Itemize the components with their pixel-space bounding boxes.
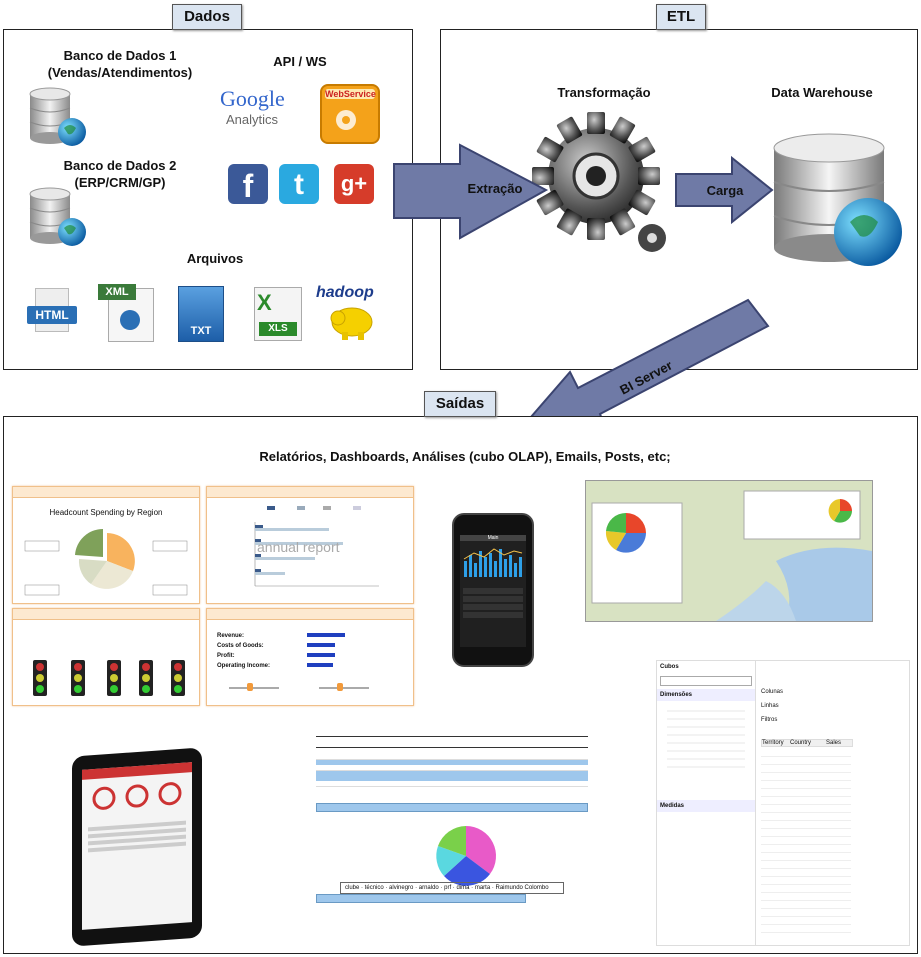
linhas-label: Linhas xyxy=(761,703,779,709)
database-icon xyxy=(29,87,86,146)
saidas-tag: Saídas xyxy=(424,391,496,417)
operating-income-label: Operating Income: xyxy=(217,663,271,669)
dados-tag: Dados xyxy=(172,4,242,30)
olap-cube-panel[interactable]: Cubos Dimensões Medidas Colunas Linhas F… xyxy=(656,660,910,946)
database-icon xyxy=(29,187,86,246)
db2-title: Banco de Dados 2 xyxy=(63,158,177,173)
api-ws-label: API / WS xyxy=(273,54,327,69)
extracao-label: Extração xyxy=(467,181,523,196)
email-pie-legend: clube · técnico · alvinegro · arnaldo · … xyxy=(340,882,564,894)
country-col: Country xyxy=(790,740,812,746)
etl-tag: ETL xyxy=(656,4,706,30)
annual-report-thumb[interactable]: annual report xyxy=(206,486,414,604)
revenue-label: Revenue: xyxy=(217,633,245,639)
data-warehouse-icon xyxy=(773,133,902,266)
ipad-device xyxy=(72,747,202,947)
google-plus-icon[interactable]: g+ xyxy=(334,164,374,204)
html-file-icon: HTML xyxy=(27,288,77,336)
extracao-arrow xyxy=(393,143,549,240)
map-dashboard-thumb[interactable] xyxy=(585,480,873,622)
profit-label: Profit: xyxy=(217,653,235,659)
xml-file-icon: XML xyxy=(98,284,154,342)
dimensoes-header: Dimensões xyxy=(657,689,755,701)
filtros-label: Filtros xyxy=(761,717,778,723)
saidas-heading: Relatórios, Dashboards, Análises (cubo O… xyxy=(259,449,671,464)
gear-icon xyxy=(532,112,666,252)
sales-col: Sales xyxy=(826,740,842,746)
carga-arrow xyxy=(675,155,774,225)
transformacao-label: Transformação xyxy=(557,85,651,100)
medidas-header: Medidas xyxy=(657,800,755,812)
colunas-label: Colunas xyxy=(761,689,784,695)
territory-col: Territory xyxy=(762,740,784,746)
carga-label: Carga xyxy=(706,183,744,198)
traffic-lights-thumb[interactable] xyxy=(12,608,200,706)
headcount-dashboard-thumb[interactable]: Headcount Spending by Region xyxy=(12,486,200,604)
headcount-title: Headcount Spending by Region xyxy=(49,508,163,517)
hadoop-logo: hadoop xyxy=(316,284,396,342)
google-wordmark: Google xyxy=(220,86,285,111)
what-if-analysis-thumb[interactable]: Revenue: Costs of Goods: Profit: Operati… xyxy=(206,608,414,706)
xls-file-icon: X XLS xyxy=(254,287,302,341)
arquivos-label: Arquivos xyxy=(186,251,244,266)
data-warehouse-label: Data Warehouse xyxy=(771,85,873,100)
iphone-device: Main xyxy=(452,513,534,667)
twitter-icon[interactable]: t xyxy=(279,164,319,204)
db1-subtitle: (Vendas/Atendimentos) xyxy=(47,65,193,80)
email-footer-bar xyxy=(316,894,526,903)
google-analytics-logo: Google Analytics xyxy=(220,86,292,127)
annual-report-watermark: annual report xyxy=(257,539,340,555)
txt-file-icon: TXT xyxy=(178,286,224,342)
email-report-thumb[interactable] xyxy=(316,736,588,904)
mobile-app-title: Main xyxy=(460,535,526,541)
bi-server-arrow xyxy=(515,298,770,434)
cubos-header: Cubos xyxy=(660,664,679,670)
db2-subtitle: (ERP/CRM/GP) xyxy=(74,175,166,190)
analytics-wordmark: Analytics xyxy=(226,112,279,127)
webservice-icon: WebService xyxy=(320,84,380,144)
facebook-icon[interactable]: f xyxy=(228,164,268,204)
db1-title: Banco de Dados 1 xyxy=(63,48,177,63)
costs-label: Costs of Goods: xyxy=(217,643,264,649)
